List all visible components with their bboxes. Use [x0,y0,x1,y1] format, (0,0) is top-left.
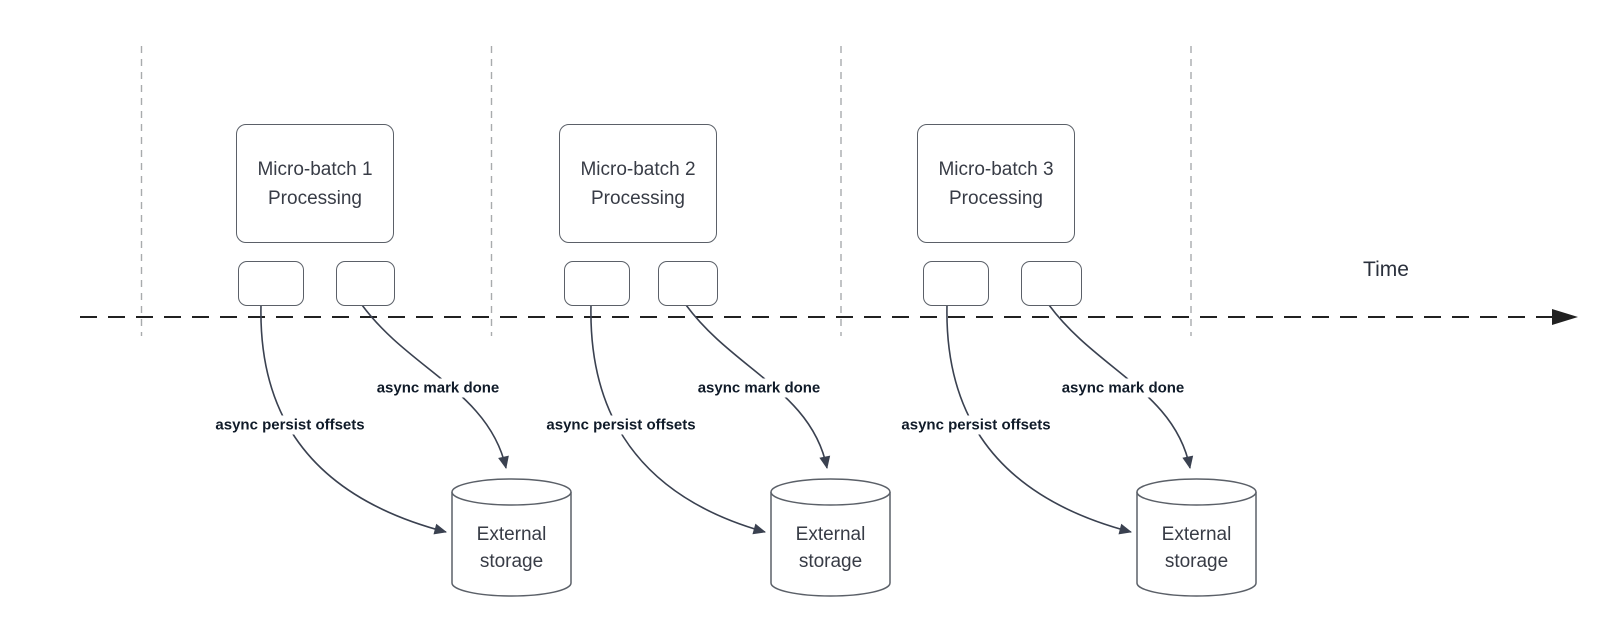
external-storage-cylinder-1: External storage [451,478,572,598]
storage-label-line2: storage [1164,551,1229,572]
persist-offsets-label-2: async persist offsets [542,415,700,435]
processing-box-title-line1: Micro-batch 1 [257,158,373,180]
storage-label-line1: External [476,524,547,545]
persist-offsets-arrow-2 [590,304,766,535]
storage-label-line1: External [795,524,866,545]
external-storage-cylinder-3: External storage [1136,478,1257,598]
batch-2-offset-task-box [564,261,630,306]
processing-box-title-line2: Processing [268,187,362,209]
storage-label-line2: storage [798,551,863,572]
batch-3-done-task-box [1021,261,1082,306]
batch-1-offset-task-box [238,261,304,306]
processing-box-title-line2: Processing [591,187,685,209]
timeline-arrowhead-icon [1552,309,1578,325]
micro-batch-2-processing-box: Micro-batch 2 Processing [559,124,717,243]
storage-label-line1: External [1161,524,1232,545]
storage-label-line2: storage [479,551,544,572]
mark-done-label-3: async mark done [1057,378,1189,398]
persist-offsets-arrow-1 [260,304,447,535]
cylinder-shape [451,478,572,597]
mark-done-label-1: async mark done [372,378,504,398]
mark-done-label-2: async mark done [693,378,825,398]
external-storage-cylinder-2: External storage [770,478,891,598]
time-axis-label: Time [1363,258,1409,281]
cylinder-shape [770,478,891,597]
micro-batch-1-processing-box: Micro-batch 1 Processing [236,124,394,243]
batch-1-done-task-box [336,261,395,306]
processing-box-title-line2: Processing [949,187,1043,209]
persist-offsets-arrow-3 [946,304,1132,535]
batch-3-offset-task-box [923,261,989,306]
batch-2-done-task-box [658,261,718,306]
processing-box-title-line1: Micro-batch 3 [938,158,1054,180]
processing-box-title-line1: Micro-batch 2 [580,158,696,180]
micro-batch-3-processing-box: Micro-batch 3 Processing [917,124,1075,243]
persist-offsets-label-1: async persist offsets [211,415,369,435]
cylinder-shape [1136,478,1257,597]
persist-offsets-label-3: async persist offsets [897,415,1055,435]
